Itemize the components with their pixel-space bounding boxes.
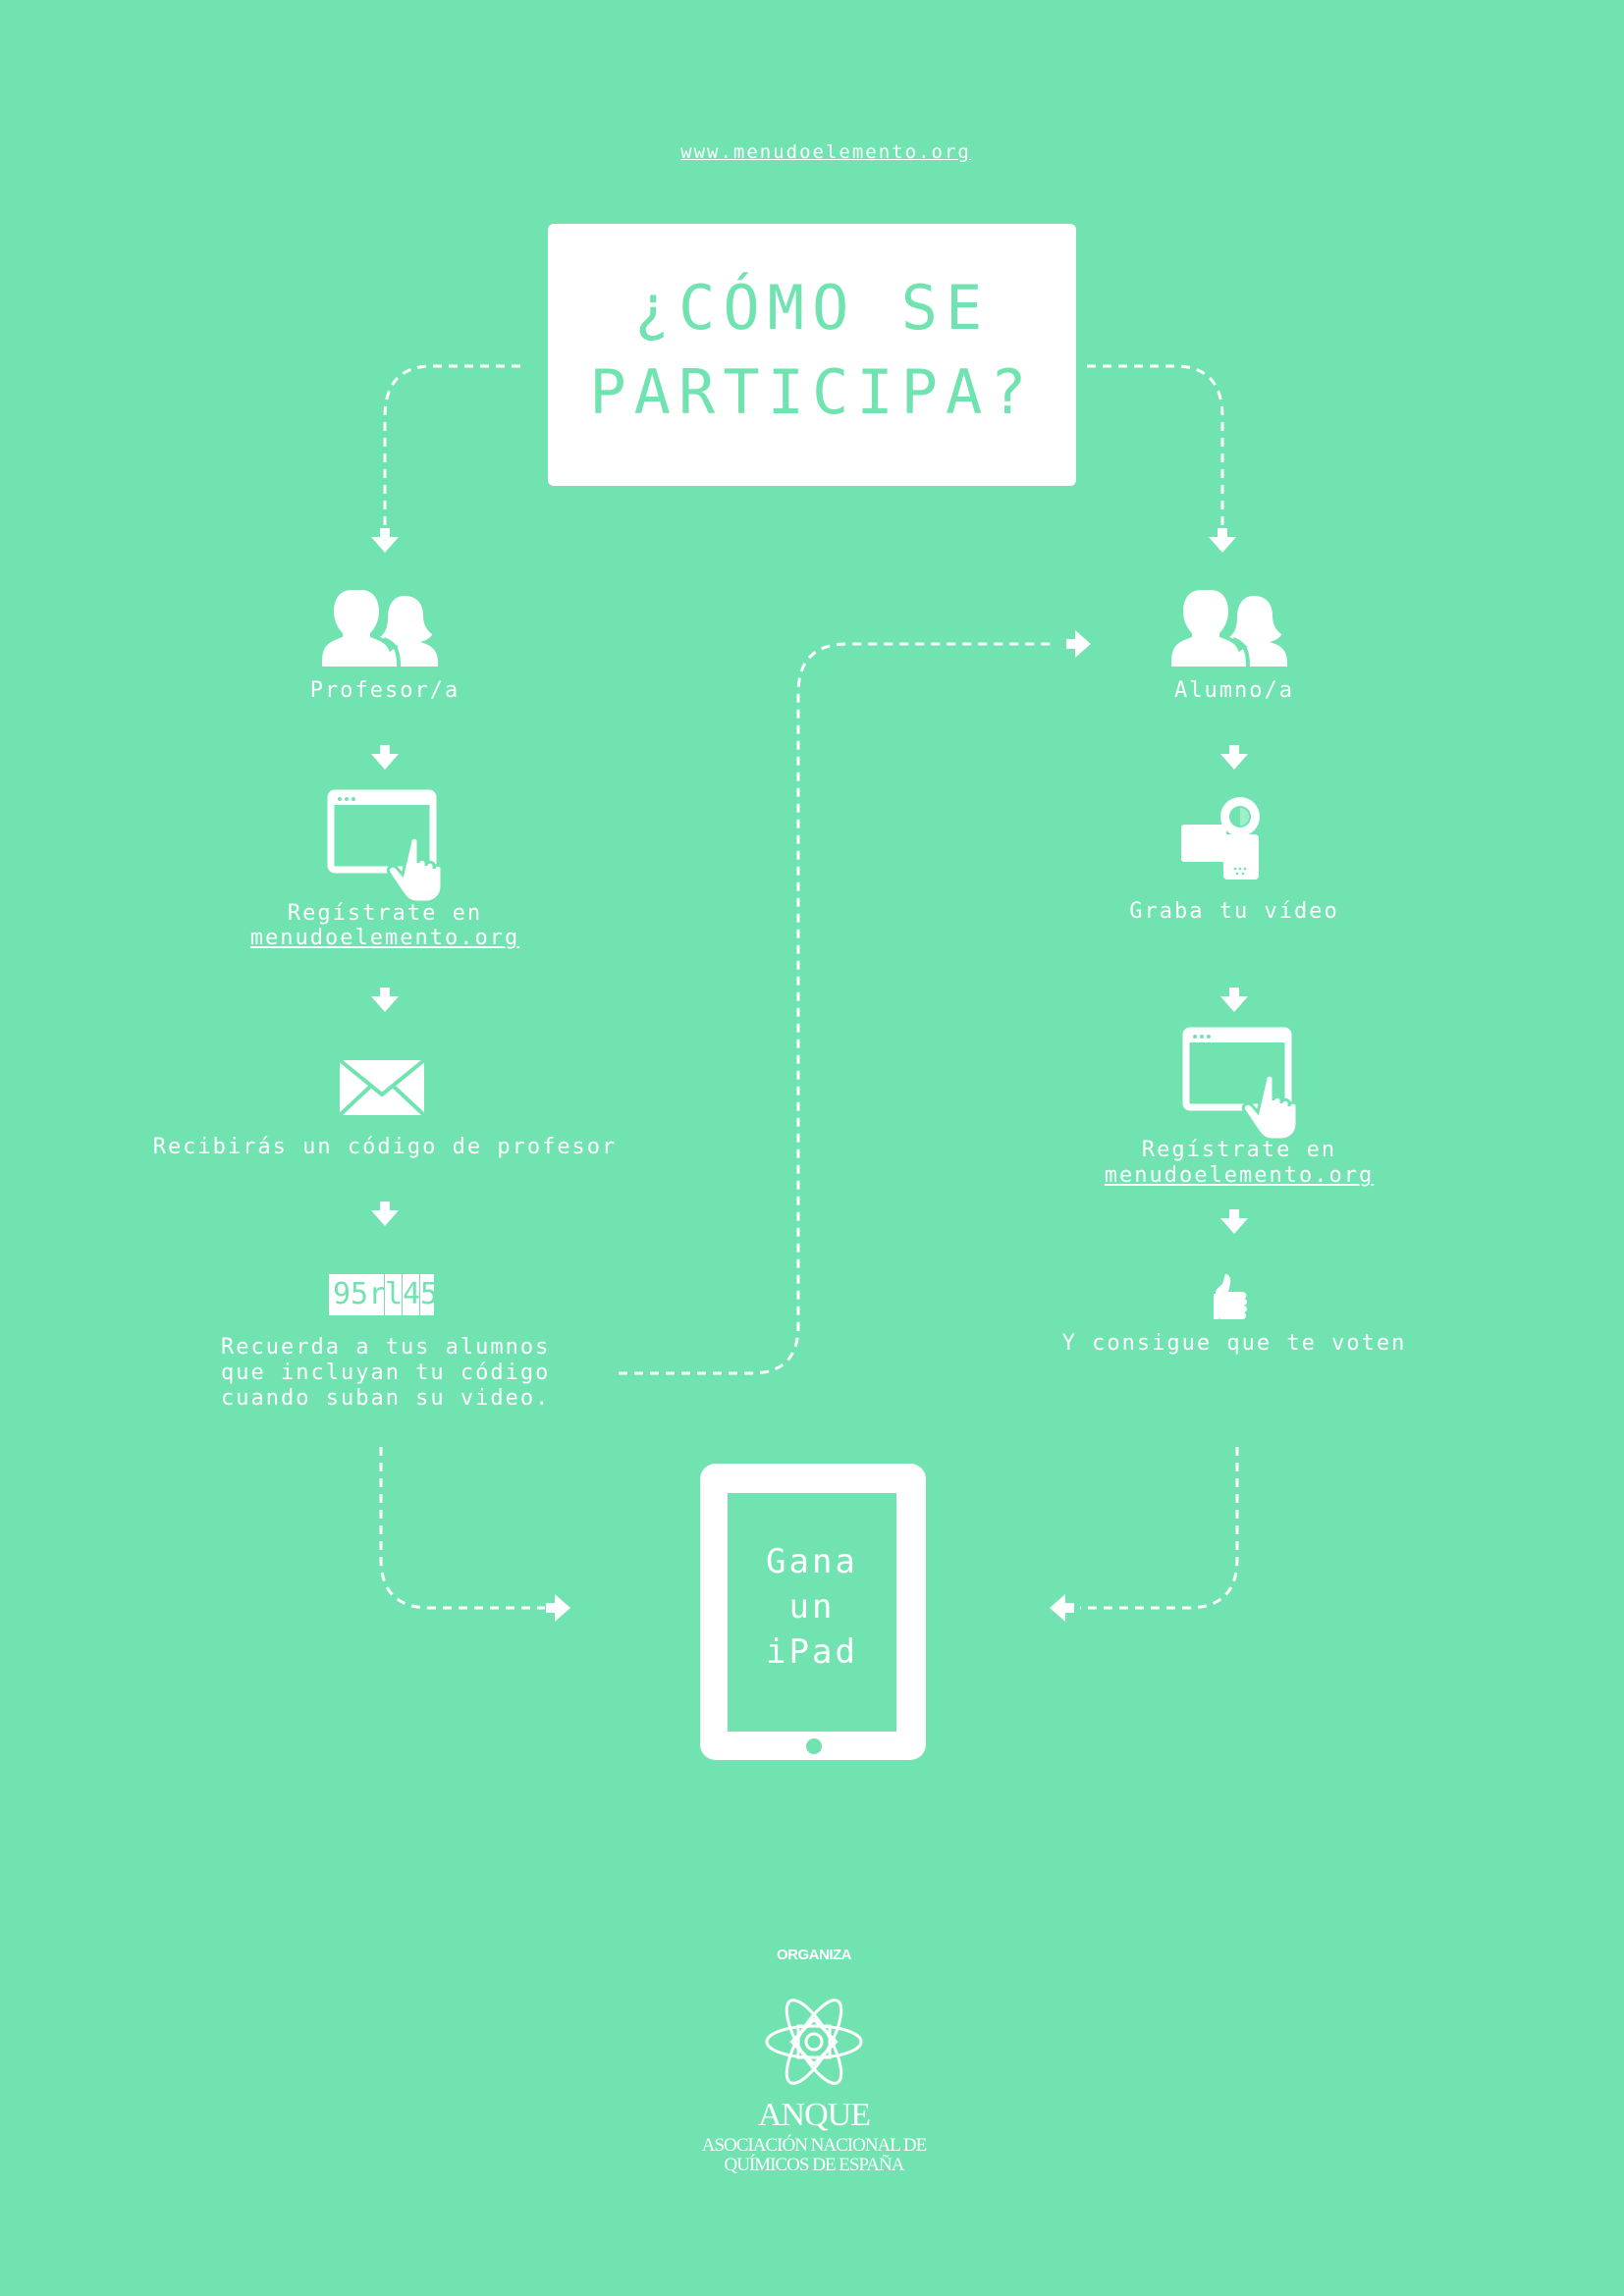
teacher-code-text: Recibirás un código de profesor <box>152 1135 618 1159</box>
student-people-icon <box>1169 588 1289 670</box>
browser-touch-icon <box>331 793 442 902</box>
website-link[interactable]: www.menudoelemento.org <box>680 141 971 163</box>
thumbs-up-icon <box>1214 1274 1247 1319</box>
student-register-link[interactable]: menudoelemento.org <box>1104 1163 1375 1188</box>
browser-touch-icon <box>1186 1031 1297 1140</box>
video-camera-icon <box>1181 797 1260 880</box>
student-vote-text: Y consigue que te voten <box>1061 1331 1407 1356</box>
ipad-icon <box>700 1464 926 1760</box>
organiza-label: ORGANIZA <box>777 1947 852 1963</box>
teacher-register-text: Regístrate en <box>287 901 483 926</box>
teacher-people-icon <box>320 588 440 670</box>
teacher-label: Profesor/a <box>309 678 460 703</box>
arrow-icons <box>371 528 1248 1622</box>
student-register-text: Regístrate en <box>1141 1138 1337 1162</box>
teacher-register-link[interactable]: menudoelemento.org <box>249 926 520 950</box>
student-record-text: Graba tu vídeo <box>1129 899 1339 924</box>
anque-atom-logo <box>765 1999 863 2085</box>
envelope-icon <box>338 1058 426 1117</box>
code-sample: 95r l 4 5 <box>329 1274 438 1315</box>
anque-logo-name: ANQUE <box>758 2097 871 2133</box>
student-label: Alumno/a <box>1174 678 1294 703</box>
